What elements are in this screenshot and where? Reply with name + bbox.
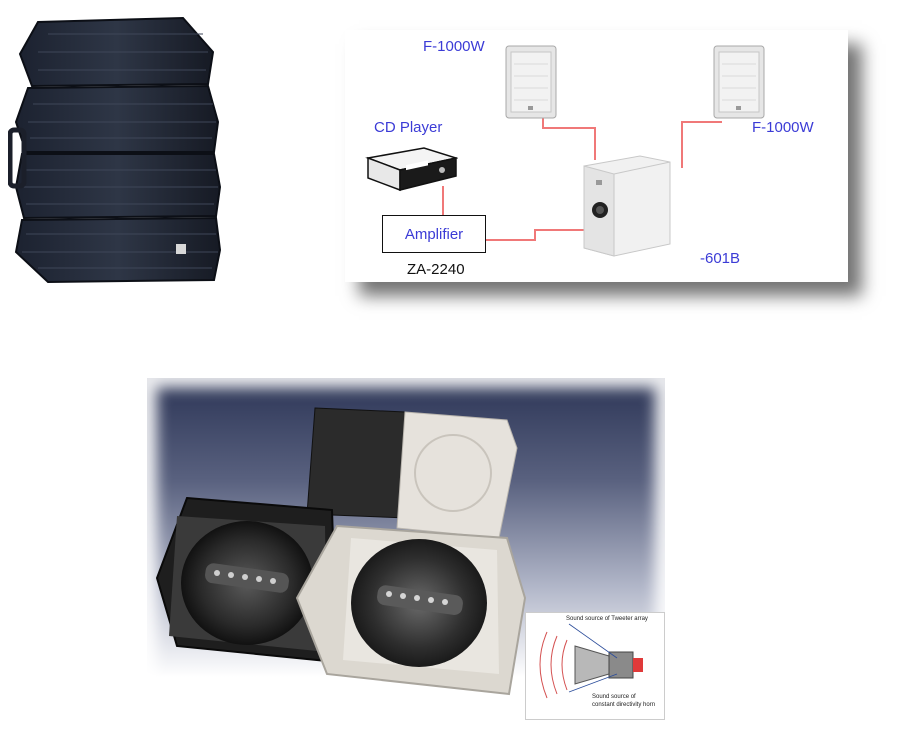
speaker-right-label: F-1000W <box>752 119 814 136</box>
amplifier-box: Amplifier <box>382 215 486 253</box>
cd-player-label: CD Player <box>374 119 443 136</box>
wall-speaker-right-icon <box>713 45 765 119</box>
horn-note-line1: Sound source of <box>592 694 636 700</box>
horn-note-line2: constant directivity horn <box>592 702 656 708</box>
speaker-pair-graphic <box>155 407 527 696</box>
subwoofer-label: -601B <box>700 250 741 267</box>
wall-speaker-left-icon <box>505 45 557 119</box>
amplifier-label: Amplifier <box>404 225 464 243</box>
tweeter-note: Sound source of Tweeter array <box>566 616 648 622</box>
horn-cross-section-graphic <box>539 623 643 699</box>
speaker-left-label: F-1000W <box>423 38 485 55</box>
amplifier-model-label: ZA-2240 <box>407 261 465 278</box>
line-array-speaker-image <box>8 16 222 284</box>
subwoofer-icon <box>583 155 671 257</box>
cd-player-icon <box>365 147 458 192</box>
